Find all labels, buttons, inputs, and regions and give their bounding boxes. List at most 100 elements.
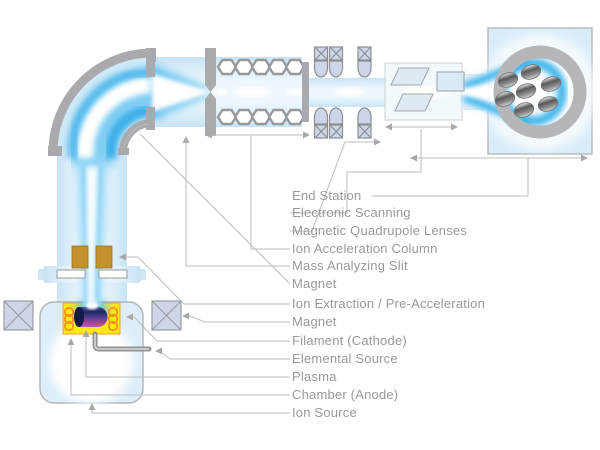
end-station-wafers — [493, 45, 587, 139]
quad-pole-top — [328, 60, 344, 78]
label-plasma: Plasma — [292, 369, 337, 384]
flange-tab-right — [141, 269, 146, 280]
leader-accel-column — [250, 135, 290, 250]
leader-end-station — [372, 158, 529, 197]
extraction-slot-right — [98, 269, 128, 279]
wafer — [515, 83, 537, 99]
quad-coil-x — [314, 124, 328, 139]
scan-plate-rect — [436, 71, 465, 92]
coil-loop — [107, 313, 119, 325]
magnet-outer-arc — [48, 48, 153, 153]
arrow-right-icon — [148, 120, 155, 128]
leader-ion-source — [91, 409, 290, 414]
label-chamber-anode: Chamber (Anode) — [292, 387, 399, 402]
ion-source-hardware — [3, 245, 182, 352]
extraction-slot-left — [56, 269, 86, 279]
arrow-right-icon — [451, 123, 458, 131]
label-magnet-bend: Magnet — [292, 276, 337, 291]
quad-pole-top — [313, 60, 329, 78]
arrow-left-icon — [126, 313, 133, 321]
accel-ring — [250, 58, 272, 76]
extraction-electrode-right — [95, 245, 113, 269]
slit-bottom-jaw — [205, 92, 216, 136]
magnetic-quadrupole-lenses — [313, 46, 372, 139]
accel-ring — [284, 58, 306, 76]
arrow-left-icon — [205, 131, 212, 139]
quad-coil-x — [329, 46, 343, 61]
arrow-left-icon — [182, 312, 189, 320]
beam-bulge-3 — [335, 88, 365, 96]
wafer — [497, 72, 519, 88]
leader-quadrupole — [290, 141, 376, 232]
bend-magnet-span-arc — [123, 123, 149, 149]
label-electronic-scanning: Electronic Scanning — [292, 205, 411, 220]
arrow-left-icon — [119, 253, 126, 261]
accel-ring — [216, 58, 238, 76]
accel-ring — [250, 108, 272, 126]
quad-coil-x — [358, 46, 372, 61]
accel-exit-electrode — [302, 62, 309, 122]
scan-plate-lower — [394, 93, 434, 112]
filament-coil-left — [63, 306, 75, 332]
cylinder-top-flare — [86, 302, 98, 310]
coil-loop — [63, 306, 75, 318]
accel-ring — [267, 58, 289, 76]
leader-chamber — [70, 344, 290, 396]
label-acceleration-column: Ion Acceleration Column — [292, 241, 438, 256]
elemental-source-cap — [74, 307, 84, 327]
leader-source-magnet — [187, 315, 290, 323]
magnet-coil-x — [151, 300, 182, 331]
magnet-foot-bottom — [48, 146, 62, 156]
wafer — [494, 91, 516, 107]
label-elemental-source: Elemental Source — [292, 351, 398, 366]
arrow-left-icon — [385, 123, 392, 131]
label-mass-analyzing-slit: Mass Analyzing Slit — [292, 258, 408, 273]
arrow-up-icon — [182, 136, 190, 143]
column-beam-core — [86, 164, 98, 302]
leader-lines — [70, 123, 584, 414]
coil-loop — [63, 313, 75, 325]
extraction-electrode-left — [71, 245, 89, 269]
scan-plate-upper — [390, 67, 430, 86]
wafer — [513, 102, 535, 118]
label-magnet-source: Magnet — [292, 314, 337, 329]
pipe-collar-bottom — [146, 107, 155, 130]
coil-loop — [63, 320, 75, 332]
quad-pole-bottom — [357, 107, 372, 125]
electronic-scanning-plates — [390, 67, 465, 112]
arrow-up-icon — [82, 330, 90, 337]
arrow-right-icon — [303, 131, 310, 139]
quad-pole-bottom — [328, 107, 344, 125]
leader-arrowheads — [67, 120, 588, 410]
leader-ion-extraction — [124, 256, 290, 305]
quad-lens-column — [328, 46, 344, 139]
accel-ring — [216, 108, 238, 126]
pipe-collar-top — [146, 54, 155, 77]
quad-coil-x — [314, 46, 328, 61]
arrow-up-icon — [88, 403, 96, 410]
quad-coil-x — [358, 124, 372, 139]
arrow-down-icon — [120, 148, 128, 155]
filament-coil-right — [107, 306, 119, 332]
accel-ring — [233, 58, 255, 76]
slit-top-jaw — [205, 48, 216, 92]
leader-bend-magnet — [139, 133, 291, 285]
wafer — [540, 76, 562, 92]
label-ion-extraction: Ion Extraction / Pre-Acceleration — [292, 296, 486, 311]
coil-loop — [107, 320, 119, 332]
leader-elemental-source — [160, 351, 290, 360]
accel-ring — [233, 108, 255, 126]
label-ion-source: Ion Source — [292, 405, 357, 420]
source-feed-tube-highlight — [94, 334, 149, 350]
wafer — [520, 64, 542, 80]
label-end-station: End Station — [292, 188, 362, 203]
accel-ring — [284, 108, 306, 126]
quad-coil-x — [329, 124, 343, 139]
label-filament-cathode: Filament (Cathode) — [292, 333, 407, 348]
bend-beam-white-band — [76, 76, 158, 158]
arrow-right-icon — [374, 138, 381, 146]
arrow-left-icon — [410, 154, 417, 162]
ion-acceleration-column — [216, 58, 306, 126]
accel-ring — [267, 108, 289, 126]
